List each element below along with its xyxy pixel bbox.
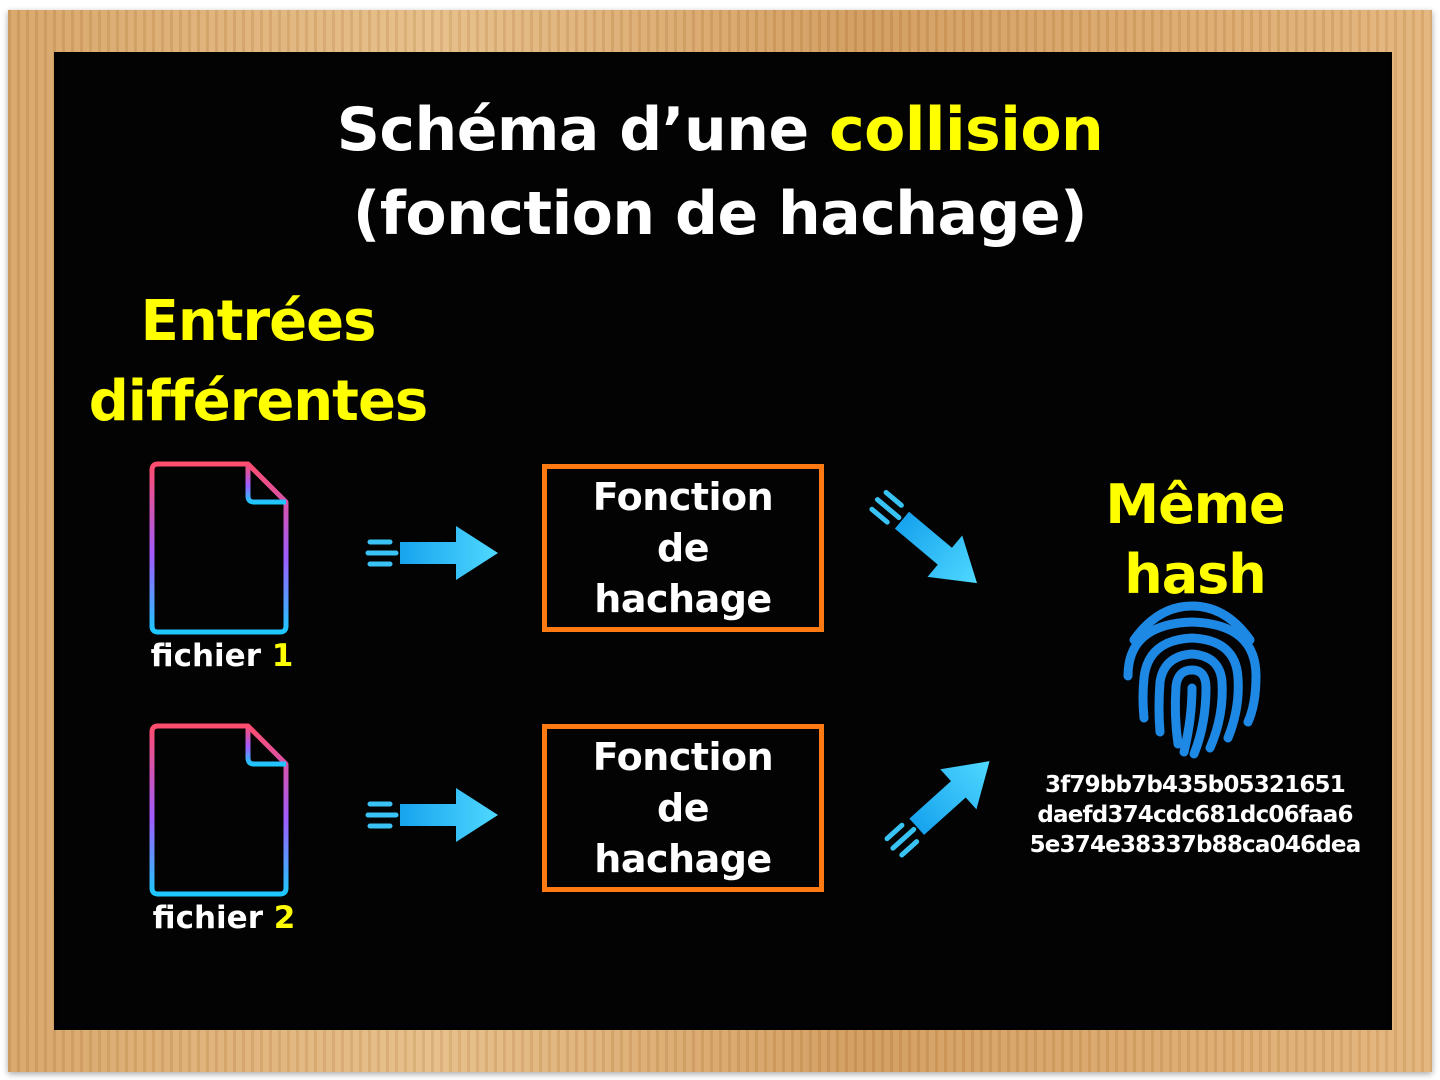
hash-value-line: 3f79bb7b435b05321651: [1045, 772, 1346, 798]
output-label: Même hash: [1105, 473, 1285, 606]
inputs-label: Entrées différentes: [88, 289, 429, 434]
file-label-text: fichier: [150, 638, 261, 674]
hash-value-line: 5e374e38337b88ca046dea: [1029, 832, 1362, 858]
hash-value-line: daefd374cdc681dc06faa6: [1037, 802, 1353, 828]
title-line-1: Schéma d’une collision: [0, 88, 1440, 172]
hash-function-box-1: Fonction de hachage: [542, 464, 824, 632]
chalkboard: [54, 52, 1392, 1030]
hash-function-label: Fonction de hachage: [592, 734, 774, 881]
arrow-right-icon: [365, 526, 498, 580]
document-icon: [149, 723, 289, 897]
hash-function-box-2: Fonction de hachage: [542, 724, 824, 892]
hash-function-label: Fonction de hachage: [592, 474, 774, 621]
arrow-up-right-icon: [884, 761, 990, 858]
document-icon: [149, 461, 289, 635]
arrow-right-icon: [365, 788, 498, 842]
title-line-2: (fonction de hachage): [352, 179, 1088, 249]
file-label-1: fichier 1: [112, 636, 332, 676]
file-number: 1: [271, 638, 294, 674]
title-highlight: collision: [829, 95, 1104, 165]
title-prefix: Schéma d’une: [336, 95, 809, 165]
arrow-down-right-icon: [869, 489, 978, 584]
fingerprint-icon: [1123, 601, 1261, 759]
file-number: 2: [273, 900, 296, 936]
file-label-text: fichier: [152, 900, 263, 936]
file-label-2: fichier 2: [114, 898, 334, 938]
